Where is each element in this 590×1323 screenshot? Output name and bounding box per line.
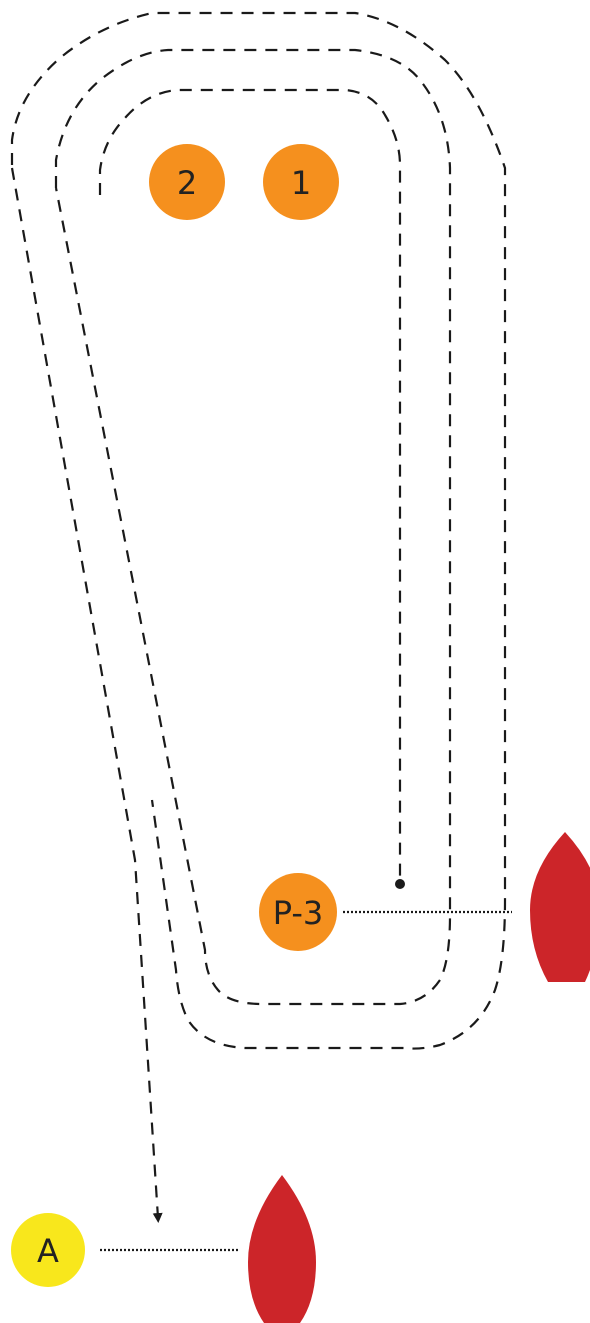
red-buoy-icon xyxy=(248,1175,316,1323)
inner-loop-path xyxy=(98,88,402,884)
outer-loop-path xyxy=(10,11,507,1050)
mark-a-label: A xyxy=(37,1232,59,1270)
mark-2: 2 xyxy=(149,144,225,220)
mark-2-label: 2 xyxy=(177,164,197,202)
middle-loop-path xyxy=(54,48,452,1006)
mark-1-label: 1 xyxy=(291,164,311,202)
mark-1: 1 xyxy=(263,144,339,220)
mark-p3-label: P-3 xyxy=(273,894,324,932)
mark-a: A xyxy=(11,1213,85,1287)
mark-p3: P-3 xyxy=(259,873,337,951)
start-dot xyxy=(395,879,405,889)
finish-leg-path xyxy=(10,167,163,1223)
red-buoy-icon xyxy=(530,832,590,982)
